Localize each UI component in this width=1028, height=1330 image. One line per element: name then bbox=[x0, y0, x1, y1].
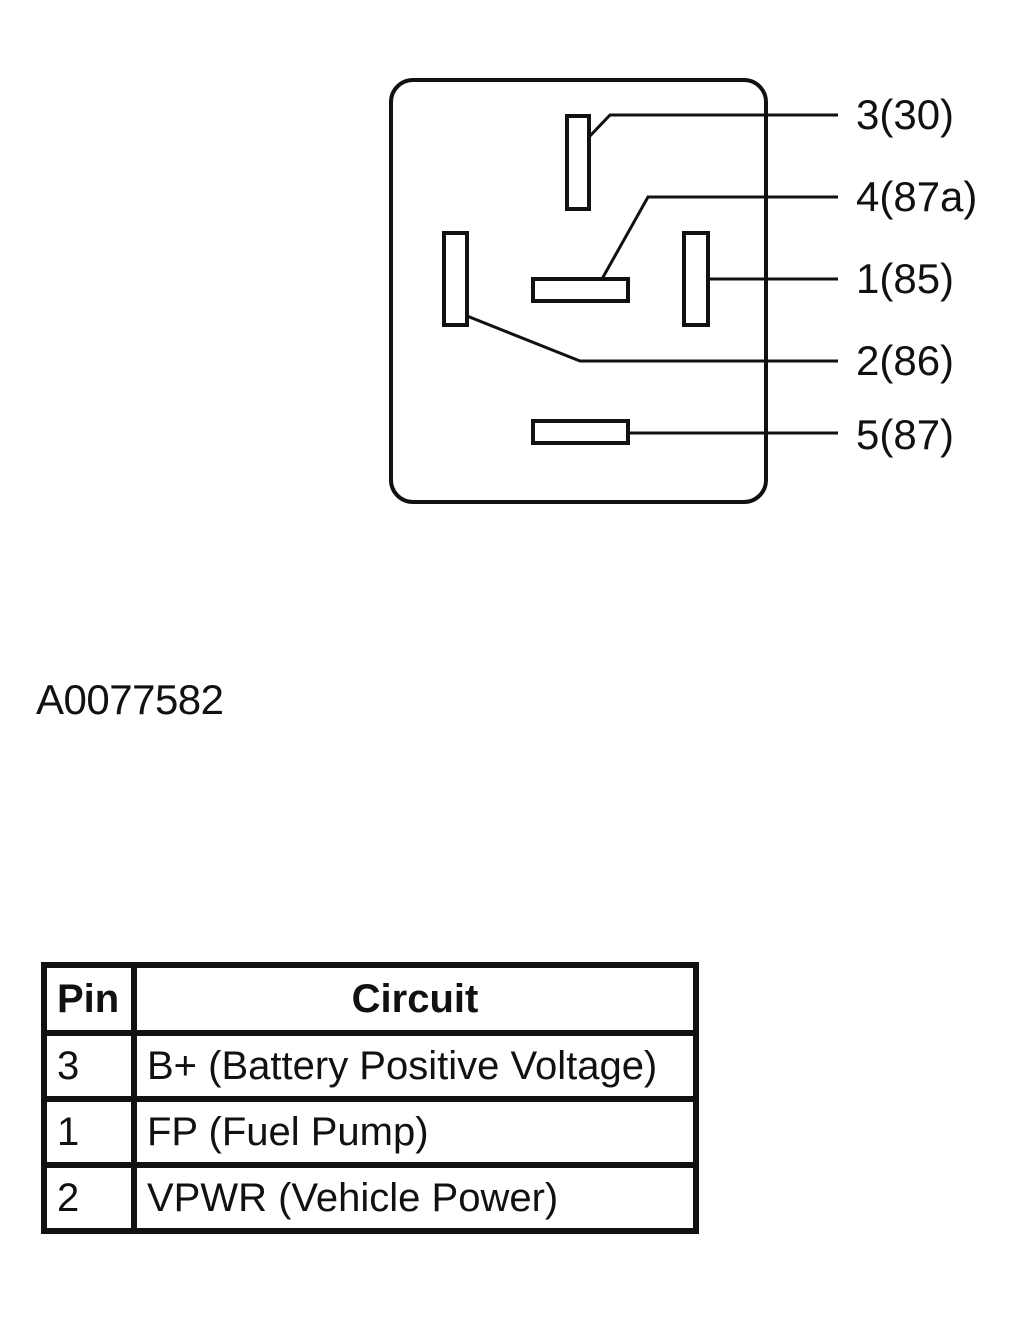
pin-label-3: 3(30) bbox=[856, 91, 954, 138]
pin-label-5: 5(87) bbox=[856, 411, 954, 458]
leader-line-2 bbox=[466, 314, 838, 363]
table-row: 1 FP (Fuel Pump) bbox=[41, 1096, 699, 1168]
pin-cell: 2 bbox=[41, 1162, 137, 1234]
terminal-1 bbox=[682, 231, 710, 327]
circuit-cell: VPWR (Vehicle Power) bbox=[131, 1162, 699, 1234]
pin-label-4: 4(87a) bbox=[856, 173, 977, 220]
leader-line-4 bbox=[600, 195, 838, 280]
pin-cell: 1 bbox=[41, 1096, 137, 1168]
terminal-3 bbox=[565, 114, 591, 211]
circuit-cell: FP (Fuel Pump) bbox=[131, 1096, 699, 1168]
figure-id: A0077582 bbox=[36, 676, 224, 723]
pin-cell: 3 bbox=[41, 1030, 137, 1102]
pin-label-2: 2(86) bbox=[856, 337, 954, 384]
terminal-4 bbox=[531, 277, 630, 303]
header-circuit: Circuit bbox=[131, 962, 699, 1036]
terminal-5 bbox=[531, 419, 630, 445]
pin-label-1: 1(85) bbox=[856, 255, 954, 302]
table-header-row: Pin Circuit bbox=[41, 962, 699, 1036]
header-pin: Pin bbox=[41, 962, 137, 1036]
table-row: 2 VPWR (Vehicle Power) bbox=[41, 1162, 699, 1234]
leader-line-3 bbox=[587, 113, 838, 139]
circuit-cell: B+ (Battery Positive Voltage) bbox=[131, 1030, 699, 1102]
relay-connector-diagram: 3(30) 4(87a) 1(85) 2(86) 5(87) bbox=[389, 78, 977, 504]
terminal-2 bbox=[442, 231, 469, 327]
pin-circuit-table: Pin Circuit 3 B+ (Battery Positive Volta… bbox=[41, 962, 699, 1234]
table-row: 3 B+ (Battery Positive Voltage) bbox=[41, 1030, 699, 1102]
